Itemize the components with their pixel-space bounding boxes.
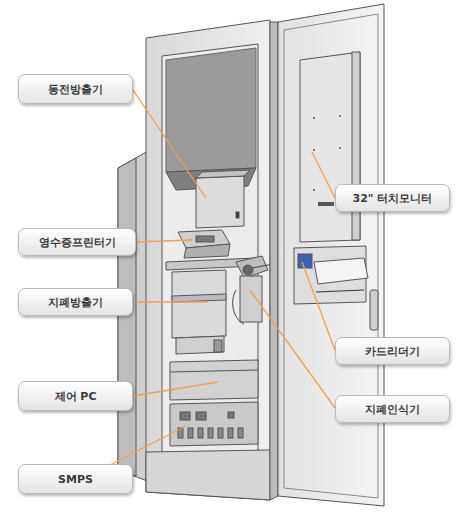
part-name: 지폐인식기 <box>365 402 420 417</box>
part-name: SMPS <box>58 473 93 486</box>
callout-box: 지폐인식기 <box>335 395 450 423</box>
callout-box: 카드리더기 <box>335 337 450 365</box>
callout-box: 지폐방출기 <box>18 288 133 316</box>
callout-box: 32" 터치모니터 <box>335 184 450 212</box>
part-name: 카드리더기 <box>365 344 420 359</box>
callout-box: SMPS <box>18 464 133 494</box>
callout-box: 동전방출기 <box>18 74 133 104</box>
part-name: 32" 터치모니터 <box>353 191 433 206</box>
part-name: 영수증프린터기 <box>39 235 116 250</box>
callout-box: 영수증프린터기 <box>18 228 136 256</box>
callout-box: 제어 PC <box>18 381 133 411</box>
part-name: 지폐방출기 <box>48 295 103 310</box>
part-name: 제어 PC <box>55 389 97 404</box>
part-name: 동전방출기 <box>48 82 103 97</box>
